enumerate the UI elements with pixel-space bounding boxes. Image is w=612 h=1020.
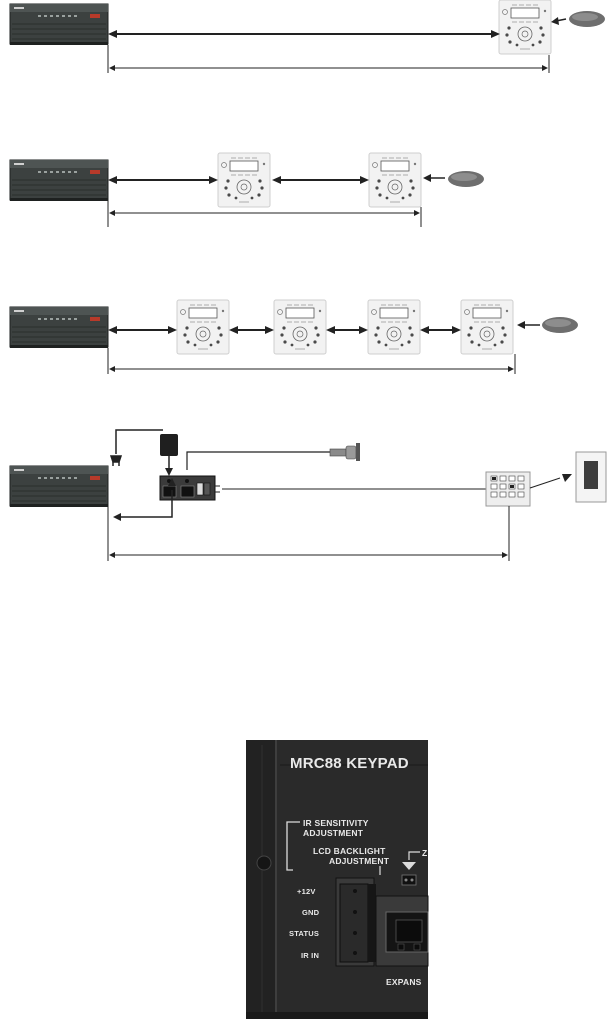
numeric-keypad-icon (485, 471, 531, 507)
lcd-backlight-label: LCD BACKLIGHT (313, 846, 386, 856)
connection-block-icon (159, 475, 220, 501)
ir-sensitivity-knob[interactable] (256, 855, 272, 871)
row-1 (9, 0, 605, 73)
power-plug-icon (109, 429, 163, 466)
pin-label-ir-in: IR IN (301, 951, 320, 960)
rear-panel (246, 740, 429, 1019)
amplifier-unit-icon (9, 3, 109, 46)
row-2 (9, 152, 484, 227)
ir-receiver-icon (569, 11, 605, 27)
zone-label-fragment: Z (422, 848, 428, 858)
wall-plate-icon (575, 451, 607, 503)
amplifier-unit-icon (9, 159, 109, 202)
lcd-keypad-icon (176, 299, 230, 355)
terminal-block[interactable] (335, 877, 376, 967)
ir-emitter-icon (186, 443, 360, 470)
row-3 (9, 299, 578, 374)
amplifier-unit-icon (9, 465, 109, 508)
lcd-keypad-icon (368, 152, 422, 208)
expansion-port[interactable] (375, 895, 429, 967)
ir-receiver-icon (448, 171, 484, 187)
lcd-keypad-icon (217, 152, 271, 208)
panel-title: MRC88 KEYPAD (290, 755, 409, 772)
ir-sensitivity-label: IR SENSITIVITY (303, 818, 369, 828)
amplifier-unit-icon (9, 306, 109, 349)
ir-receiver-icon (542, 317, 578, 333)
lcd-keypad-icon (460, 299, 514, 355)
lcd-keypad-icon (273, 299, 327, 355)
ir-sensitivity-label-line2: ADJUSTMENT (303, 828, 364, 838)
lcd-keypad-icon (498, 0, 552, 55)
pin-label-12v: +12V (297, 887, 316, 896)
lcd-keypad-icon (367, 299, 421, 355)
distance-dimension (107, 45, 550, 73)
pin-label-gnd: GND (302, 908, 320, 917)
pin-label-status: STATUS (289, 929, 320, 938)
row-4 (9, 429, 607, 561)
lcd-backlight-label-line2: ADJUSTMENT (329, 856, 390, 866)
power-adapter-icon (160, 434, 178, 476)
expansion-label: EXPANS (386, 977, 422, 987)
